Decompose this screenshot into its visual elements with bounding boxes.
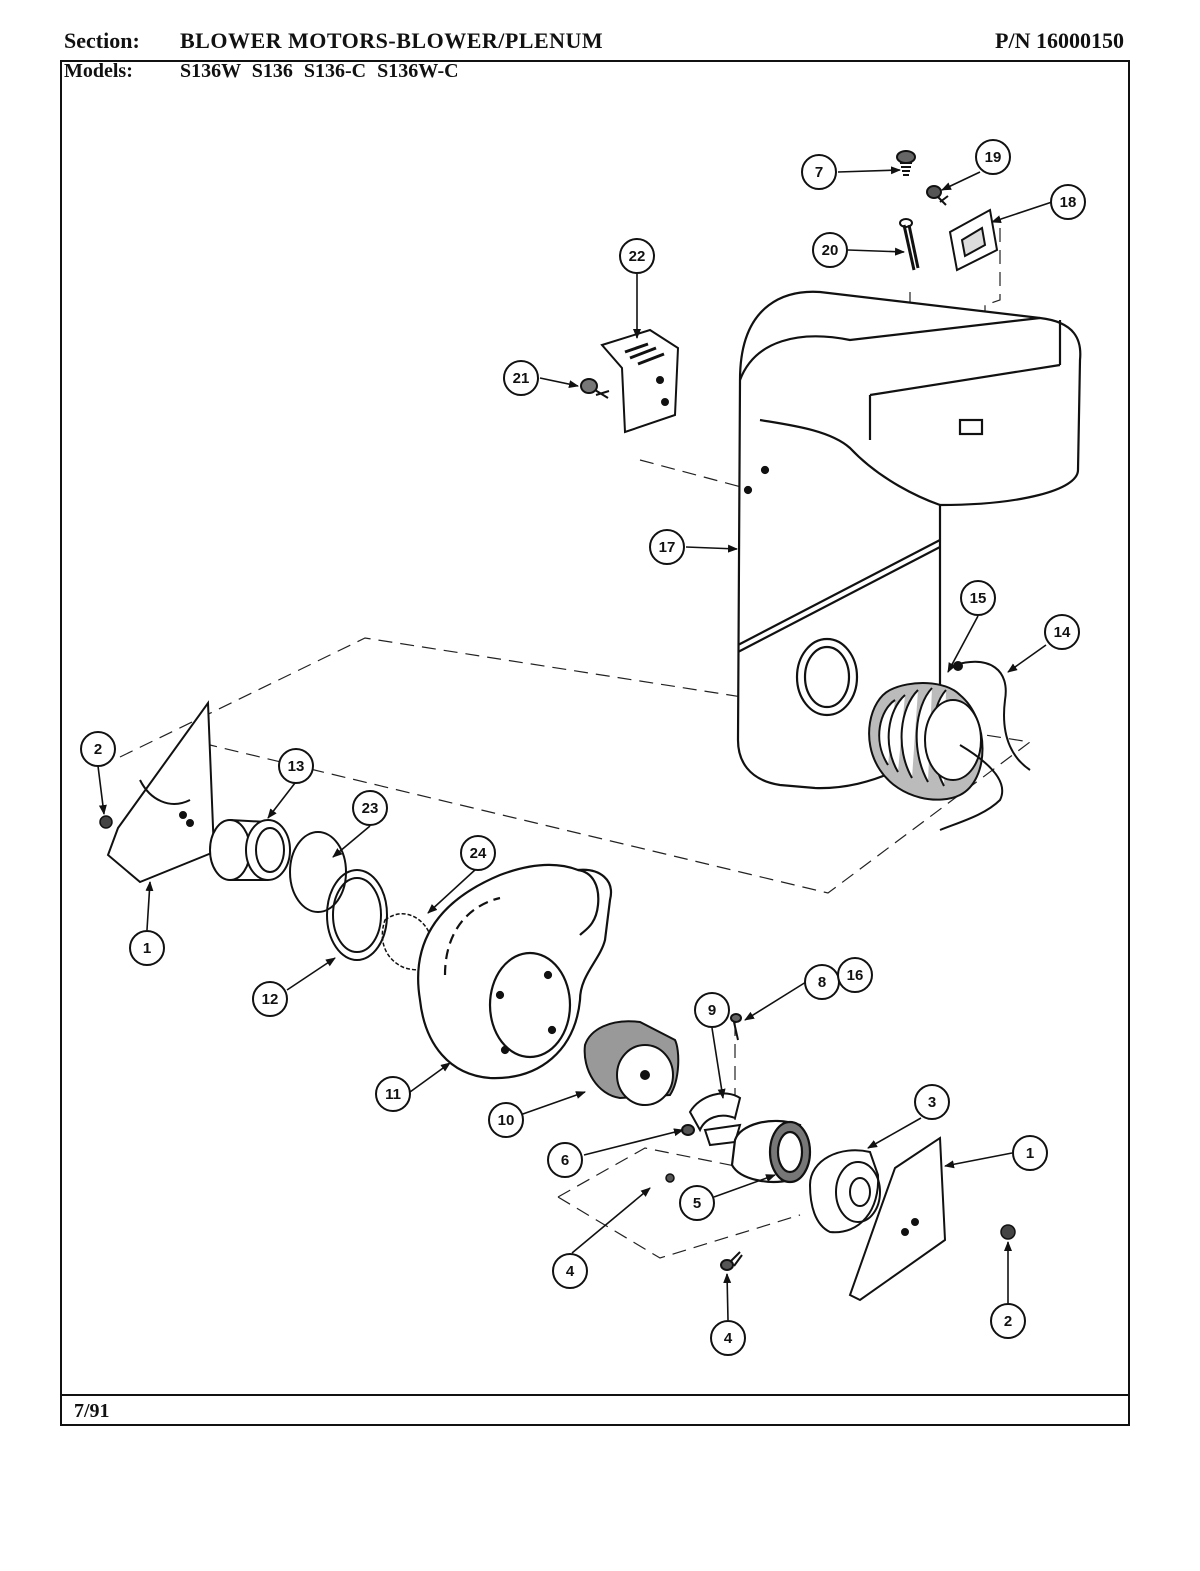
svg-text:19: 19 [985,149,1002,166]
callout-3: 3 [914,1084,950,1120]
callout-12: 12 [252,981,288,1017]
plenum-part-17 [736,290,1082,790]
svg-text:2: 2 [94,741,102,758]
callouts: 7 19 18 20 22 21 17 15 14 2 13 23 24 1 1… [80,139,1086,1356]
svg-text:2: 2 [1004,1313,1012,1330]
callout-22: 22 [619,238,655,274]
part-number: P/N 16000150 [995,28,1124,53]
svg-text:17: 17 [659,539,676,556]
callout-23: 23 [352,790,388,826]
callout-8: 8 [804,964,840,1000]
callout-4-left: 4 [552,1253,588,1289]
models-list: S136W S136 S136-C S136W-C [180,60,459,82]
svg-text:1: 1 [143,940,151,957]
callout-13: 13 [278,748,314,784]
wire-part-14 [939,660,1031,831]
motor-clamp-part-9 [681,1092,742,1147]
callout-4-bottom: 4 [710,1320,746,1356]
svg-text:20: 20 [822,242,839,259]
svg-text:8: 8 [818,974,826,991]
motor-part-5 [730,1120,812,1184]
section-title: BLOWER MOTORS-BLOWER/PLENUM [180,28,604,53]
screw-part-8 [730,1013,742,1041]
svg-text:7: 7 [815,164,823,181]
mounting-bracket-left-part-1 [106,700,216,884]
blower-wheel-part-10 [583,1020,680,1106]
callout-20: 20 [812,232,848,268]
svg-text:4: 4 [724,1330,733,1347]
screw-part-7 [896,150,916,176]
callout-11: 11 [375,1076,411,1112]
callout-16: 16 [837,957,873,993]
callout-24: 24 [460,835,496,871]
blower-housing-part-11 [417,863,613,1080]
ring-part-13 [209,819,291,881]
ring-part-12 [326,869,388,961]
mounting-bracket-right-part-1 [848,1136,947,1302]
callout-10: 10 [488,1102,524,1138]
svg-text:9: 9 [708,1002,716,1019]
callout-15: 15 [960,580,996,616]
callout-2-left: 2 [80,731,116,767]
svg-text:13: 13 [288,758,305,775]
nut-part-2-right [1000,1224,1016,1240]
callout-1-right: 1 [1012,1135,1048,1171]
hose-part-15 [868,682,984,801]
svg-text:1: 1 [1026,1145,1034,1162]
screw-part-4-lower [720,1251,743,1271]
callout-leaders [97,166,1053,1321]
callout-2-right: 2 [990,1303,1026,1339]
footer-divider [60,1394,1130,1396]
callout-6: 6 [547,1142,583,1178]
callout-19: 19 [975,139,1011,175]
svg-text:18: 18 [1060,194,1077,211]
bracket-part-18 [948,208,999,272]
nut-part-2-left [99,815,113,829]
gasket-part-24 [381,913,435,971]
motor-mount-part-3 [808,1149,881,1234]
screw-part-21 [580,378,610,399]
svg-text:4: 4 [566,1263,575,1280]
svg-text:12: 12 [262,991,279,1008]
svg-text:24: 24 [470,845,487,862]
bracket-part-22 [600,328,680,434]
screw-part-19 [926,185,949,206]
diagram-frame [60,60,1130,1426]
svg-text:10: 10 [498,1112,515,1129]
section-label: Section: [64,28,140,53]
callout-5: 5 [679,1185,715,1221]
svg-text:5: 5 [693,1195,701,1212]
callout-7: 7 [801,154,837,190]
callout-9: 9 [694,992,730,1028]
revision-date: 7/91 [74,1400,110,1422]
callout-18: 18 [1050,184,1086,220]
callout-1-left: 1 [129,930,165,966]
svg-text:3: 3 [928,1094,936,1111]
callout-17: 17 [649,529,685,565]
svg-text:11: 11 [385,1086,401,1103]
rod-part-20 [899,218,920,271]
callout-21: 21 [503,360,539,396]
gasket-part-23 [289,831,347,913]
screw-part-4-upper [665,1173,675,1183]
svg-text:23: 23 [362,800,379,817]
svg-text:15: 15 [970,590,987,607]
svg-text:16: 16 [847,967,864,984]
svg-text:22: 22 [629,248,646,265]
callout-14: 14 [1044,614,1080,650]
models-label: Models: [64,60,133,82]
svg-text:6: 6 [561,1152,569,1169]
svg-text:14: 14 [1054,624,1071,641]
svg-text:21: 21 [513,370,530,387]
